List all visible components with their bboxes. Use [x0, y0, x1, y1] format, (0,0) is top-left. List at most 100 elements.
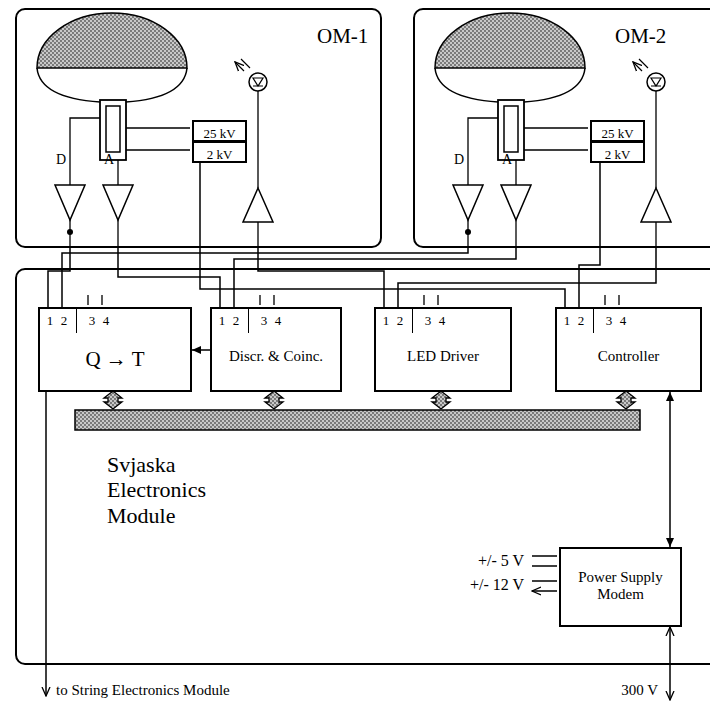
signal-wire	[200, 163, 565, 307]
text-slot: 4	[432, 311, 452, 329]
box-label: Q → T	[85, 347, 144, 371]
node-box: 12 34LED Driver	[374, 307, 512, 392]
box-label: 2 kV	[605, 148, 631, 163]
pin-number: 4	[275, 314, 282, 329]
text-slot: 3	[82, 311, 102, 329]
signal-wire	[579, 163, 600, 307]
optical-module-drawing	[37, 13, 273, 248]
pin-number: 3	[261, 314, 268, 329]
node-box: 12 34Controller	[555, 307, 702, 392]
text-slot: 2	[54, 311, 74, 329]
signal-wire	[62, 248, 468, 307]
box-label: Discr. & Coinc.	[229, 348, 323, 365]
text-slot: OM-2	[615, 24, 666, 48]
node-box: 25 kV	[590, 120, 645, 142]
signal-wire	[48, 248, 70, 307]
node-box: 2 kV	[590, 141, 645, 163]
output-line	[45, 390, 47, 696]
text-slot: 300 V	[621, 681, 658, 699]
pin-number: 1	[47, 314, 54, 329]
signal-wire	[234, 248, 516, 307]
text-slot: 1	[376, 311, 396, 329]
text-slot: D	[56, 150, 66, 168]
pin-number: 1	[383, 314, 390, 329]
pin-number: 3	[89, 314, 96, 329]
pin-number: 4	[103, 314, 110, 329]
pin-number: 2	[397, 314, 404, 329]
text-slot: 2	[571, 311, 591, 329]
text-slot: A	[104, 150, 114, 168]
text-slot: 4	[268, 311, 288, 329]
node-box: 12 34Discr. & Coinc.	[210, 307, 342, 392]
pin-divider	[248, 309, 249, 333]
pin-number: 3	[425, 314, 432, 329]
module-title: Svjaska Electronics Module	[107, 452, 247, 528]
node-box: Svjaska Electronics Module1234Q → T1234D…	[15, 268, 710, 665]
text-slot: Controller	[557, 347, 700, 365]
text-slot: 2	[226, 311, 246, 329]
data-bus	[75, 410, 640, 430]
node-box: OM-2 25 kV 2 kV	[413, 8, 710, 248]
text-slot: 4	[613, 311, 633, 329]
box-label: Power Supply Modem	[561, 569, 680, 604]
module-title: OM-2	[615, 24, 666, 48]
text-slot: 4	[96, 311, 116, 329]
bus-arrow	[104, 391, 122, 409]
optical-module-drawing	[435, 13, 671, 248]
pin-number: 2	[578, 314, 585, 329]
pin-number: 2	[233, 314, 240, 329]
output-note: to String Electronics Module	[56, 682, 230, 699]
module-title: OM-1	[317, 24, 368, 48]
text-slot: Power Supply Modem	[561, 569, 680, 604]
text-slot: 3	[254, 311, 274, 329]
text-slot: Svjaska Electronics Module	[107, 452, 247, 528]
pin-number: 1	[219, 314, 226, 329]
text-slot: 1	[557, 311, 577, 329]
pin-number: 2	[61, 314, 68, 329]
text-slot: +/- 5 V	[478, 552, 524, 570]
box-label: LED Driver	[407, 348, 479, 365]
text-slot: 3	[418, 311, 438, 329]
supply-arrows	[532, 556, 557, 591]
node-box: 2 kV	[192, 141, 247, 163]
bus-arrow	[617, 391, 635, 409]
pin-divider	[76, 309, 77, 333]
text-slot: Discr. & Coinc.	[212, 347, 340, 365]
text-slot: 2 kV	[592, 145, 643, 163]
bus-arrow	[265, 391, 283, 409]
box-label: 25 kV	[203, 127, 235, 142]
voltage-label: 300 V	[621, 682, 658, 699]
signal-name: A	[104, 152, 114, 168]
box-label: 2 kV	[207, 148, 233, 163]
text-slot: 25 kV	[592, 124, 643, 142]
pin-number: 3	[606, 314, 613, 329]
voltage-label: +/- 12 V	[470, 576, 524, 594]
text-slot: 2	[390, 311, 410, 329]
text-slot: 1	[212, 311, 232, 329]
signal-name: D	[454, 152, 464, 168]
node-box: 12 34 Q → T	[38, 307, 192, 392]
text-slot: 25 kV	[194, 124, 245, 142]
signal-wire	[258, 248, 384, 307]
bus-arrow	[432, 391, 450, 409]
signal-name: A	[502, 152, 512, 168]
arrow-connector	[192, 349, 210, 351]
signal-wire	[398, 248, 656, 307]
pin-number: 4	[620, 314, 627, 329]
text-slot: LED Driver	[376, 347, 510, 365]
pin-number: 1	[564, 314, 571, 329]
pin-divider	[593, 309, 594, 333]
text-slot: +/- 12 V	[470, 576, 524, 594]
text-slot: D	[454, 150, 464, 168]
text-slot: 1	[40, 311, 60, 329]
signal-wire	[118, 248, 220, 307]
node-box: OM-1 25 kV 2 kV	[15, 8, 382, 248]
text-slot: OM-1	[317, 24, 368, 48]
pin-number: 4	[439, 314, 446, 329]
bus-arrows	[104, 391, 635, 409]
text-slot: Q → T	[40, 347, 190, 371]
box-label: Controller	[598, 348, 660, 365]
node-box: 25 kV	[192, 120, 247, 142]
signal-name: D	[56, 152, 66, 168]
pin-stubs	[88, 295, 619, 305]
